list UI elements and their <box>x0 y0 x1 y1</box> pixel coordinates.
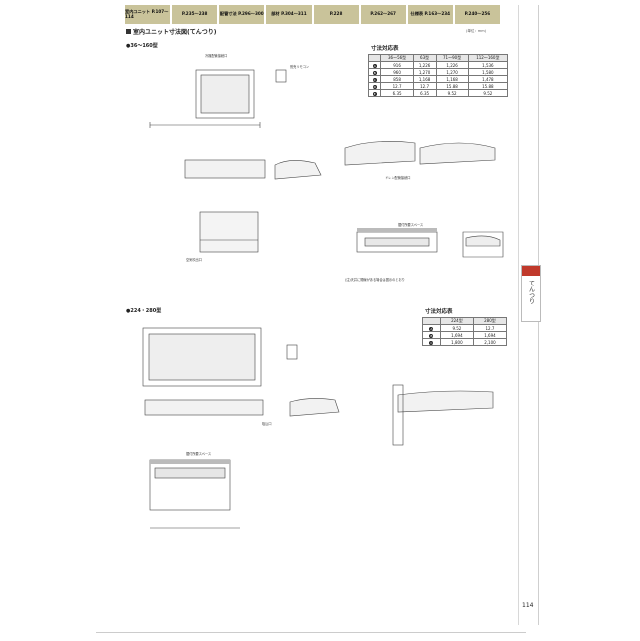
header-tab[interactable]: P.228 <box>313 5 359 24</box>
model-label-224-280: ●224・280型 <box>126 308 162 314</box>
dimension-table-b: 224型 280型 A 9.52 12.7 B 1,694 1,694 C 1,… <box>422 317 508 346</box>
header-tab[interactable]: 部材 P.304〜311 <box>266 5 312 24</box>
dimension-table-title: 寸法対応表 <box>371 46 399 52</box>
header-tabs: 室内ユニット P.107〜114 P.235〜238 配管寸法 P.296〜30… <box>125 5 500 24</box>
large-unit-plan-view <box>142 327 262 387</box>
outlet-label: 空気吹出口 <box>186 258 202 262</box>
model-label-36-160: ●36〜160型 <box>126 43 158 49</box>
unit-note: (単位：mm) <box>466 29 487 33</box>
unit-end-view <box>274 160 322 180</box>
dimension-table-a: 36〜56型 63型 71〜90型 112〜160型 A 916 1,226 1… <box>367 54 509 97</box>
side-index-tab[interactable]: てんつり <box>521 265 541 322</box>
table-row: E 6.35 6.35 9.52 9.52 <box>367 89 509 97</box>
remote-controller-drawing <box>275 69 287 83</box>
unit-side-view <box>184 159 266 179</box>
header-tab[interactable]: 室内ユニット P.107〜114 <box>125 5 171 24</box>
table-row: C 1,800 2,100 <box>422 338 508 346</box>
header-tab[interactable]: 配管寸法 P.296〜300 <box>219 5 265 24</box>
install-space-label: 据付所要スペース <box>186 452 212 456</box>
pipe-label: 冷媒配管接続口 <box>205 54 228 58</box>
header-tab[interactable]: P.262〜267 <box>360 5 406 24</box>
cross-section-view <box>344 141 416 166</box>
table-cell: 9.52 <box>467 89 509 97</box>
table-cell: 6.35 <box>380 89 414 97</box>
unit-front-view <box>199 211 259 253</box>
install-space-label: 据付所要スペース <box>398 223 424 227</box>
side-tab-accent <box>522 266 540 276</box>
large-cross-section-view <box>397 390 494 413</box>
page-divider <box>518 5 519 625</box>
section-title: 室内ユニット寸法図(てんつり) <box>126 27 217 36</box>
side-tab-label: てんつり <box>527 280 535 304</box>
dimension-table-title: 寸法対応表 <box>425 309 453 315</box>
drain-label: ドレン配管接続口 <box>385 176 411 180</box>
header-tab[interactable]: 仕様表 P.163〜234 <box>407 5 453 24</box>
inlet-label: 吸込口 <box>262 422 272 426</box>
table-cell: 2,100 <box>472 338 508 346</box>
remote-label: 別売リモコン <box>290 65 310 69</box>
table-row: D 12.7 12.7 15.88 15.88 <box>367 82 509 90</box>
square-bullet-icon <box>126 29 131 34</box>
next-page-edge <box>96 632 526 641</box>
ceiling-hatch <box>150 460 230 464</box>
footnote: (注)天井に開線がある場合は図示のとおり <box>345 278 405 282</box>
header-tab[interactable]: P.240〜256 <box>454 5 500 24</box>
large-install-space-view <box>149 459 231 511</box>
page-number: 114 <box>522 602 534 609</box>
unit-plan-view <box>195 69 255 119</box>
header-tab[interactable]: P.235〜238 <box>172 5 218 24</box>
row-symbol: E <box>367 89 382 97</box>
large-unit-side-view <box>144 399 264 416</box>
